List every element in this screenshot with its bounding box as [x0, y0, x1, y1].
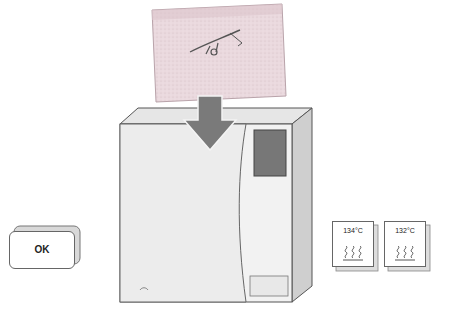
- sterilization-pouch: [152, 4, 286, 102]
- ok-button: OK: [9, 231, 75, 269]
- insert-arrow: [184, 96, 236, 150]
- button-label: OK: [35, 244, 50, 256]
- temperature-box: 134°C: [332, 221, 374, 267]
- temperature-box: 132°C: [384, 221, 426, 267]
- temperature-label: 132°C: [395, 227, 415, 235]
- temperature-label: 134°C: [343, 227, 363, 235]
